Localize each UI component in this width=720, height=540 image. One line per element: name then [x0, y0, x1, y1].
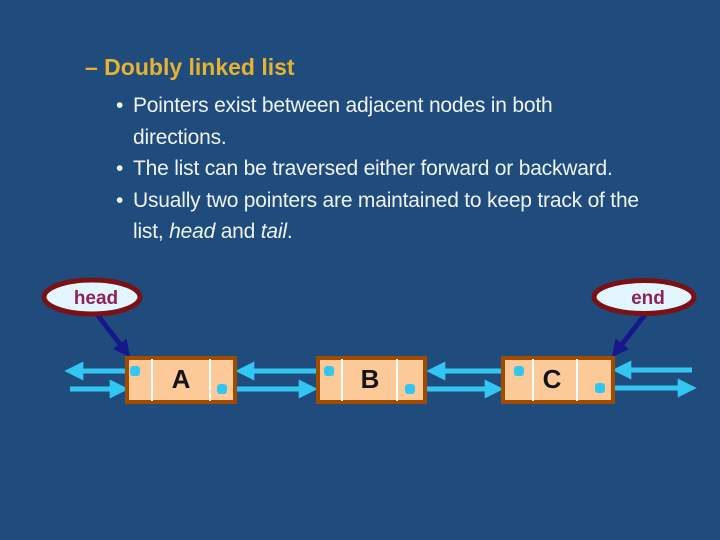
bullet-text-1: Pointers exist between adjacent nodes in…	[133, 94, 553, 149]
head-pointer: head	[41, 277, 143, 358]
node-b: B	[316, 356, 427, 404]
bullet-marker: •	[116, 188, 124, 212]
end-arrow-icon	[611, 310, 649, 358]
head-label: head	[74, 288, 118, 309]
head-arrow-icon	[94, 311, 131, 358]
origin-dot	[405, 384, 415, 394]
pointer-origin-dots	[130, 366, 605, 394]
end-label: end	[631, 288, 665, 309]
origin-dot	[595, 383, 605, 393]
origin-dot	[130, 366, 140, 376]
italic-tail-word: tail	[260, 220, 287, 243]
origin-dot	[324, 366, 334, 376]
head-ellipse	[41, 277, 143, 317]
origin-dot	[217, 384, 227, 394]
node-letter: A	[172, 364, 191, 394]
bullet-text-3: Usually two pointers are maintained to k…	[133, 188, 639, 244]
bullet-list: • Pointers exist between adjacent nodes …	[116, 90, 650, 248]
bullet-marker: •	[116, 94, 124, 117]
italic-head-word: head	[169, 220, 216, 243]
node-letter: C	[543, 364, 562, 394]
slide-title: – Doubly linked list	[85, 54, 295, 80]
end-ellipse	[591, 278, 697, 316]
bullet-marker: •	[116, 157, 124, 180]
bullet-text-2: The list can be traversed either forward…	[133, 157, 613, 180]
bullet-item-3: • Usually two pointers are maintained to…	[116, 185, 650, 248]
node-letter: B	[361, 364, 380, 394]
node-c: C	[501, 356, 615, 404]
node-a: A	[125, 356, 237, 404]
node-box	[316, 356, 427, 404]
bullet-item-2: • The list can be traversed either forwa…	[116, 153, 650, 185]
end-pointer: end	[591, 278, 697, 358]
pointer-arrows	[64, 360, 697, 399]
origin-dot	[514, 366, 524, 376]
node-box	[125, 356, 237, 404]
node-box	[501, 356, 615, 404]
bullet-item-1: • Pointers exist between adjacent nodes …	[116, 90, 650, 153]
